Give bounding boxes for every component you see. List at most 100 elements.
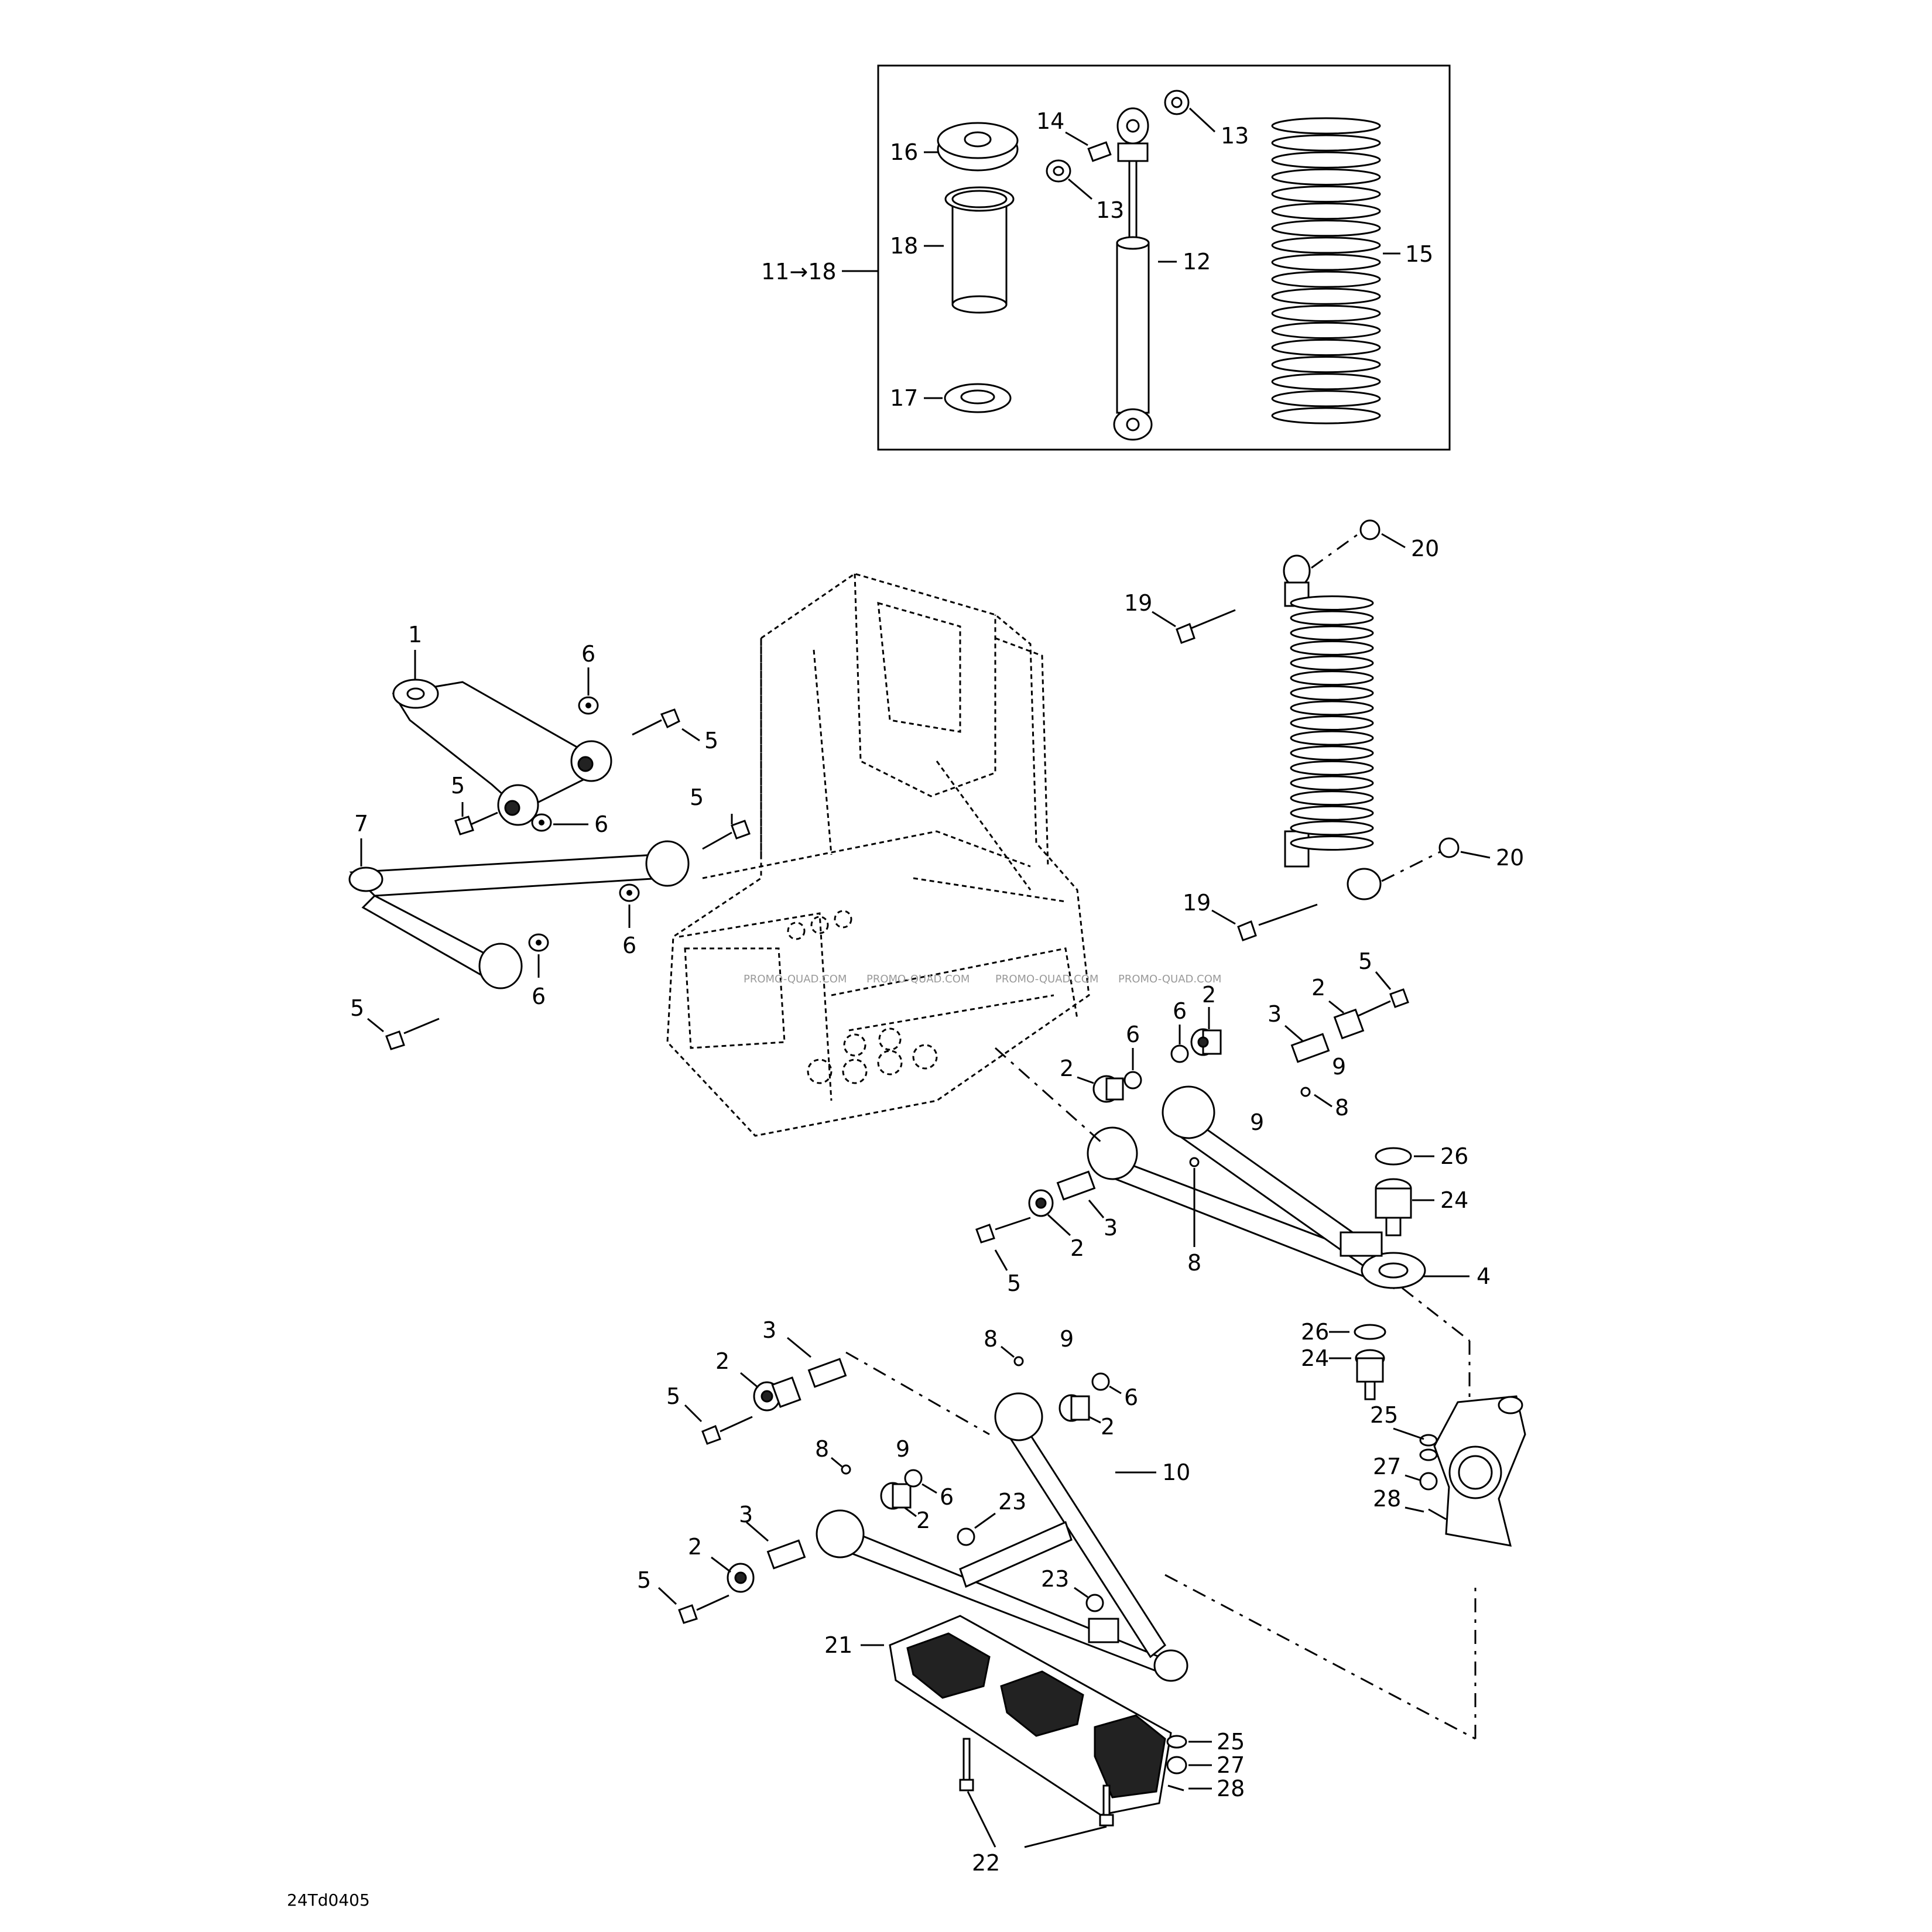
shock-kit-inset: 11→18 16 18 17 <box>761 64 1451 451</box>
shock-spring-coil <box>1290 730 1374 746</box>
callout-5-b: 5 <box>451 773 465 799</box>
grease-fitting-8-c <box>1013 1356 1024 1366</box>
steering-knuckle <box>1433 1395 1526 1547</box>
bolt-22-a <box>959 1738 974 1791</box>
callout-4: 4 <box>1477 1263 1491 1289</box>
washer-25-a <box>1419 1434 1438 1461</box>
spring-15-coil <box>1271 304 1381 322</box>
callout-17: 17 <box>890 385 918 411</box>
spacer-14 <box>1087 141 1112 162</box>
spring-15-coil <box>1271 390 1381 407</box>
callout-6-f: 6 <box>1173 998 1187 1024</box>
callout-2-m: 2 <box>688 1534 702 1560</box>
shock-spring-coil <box>1290 685 1374 701</box>
nut-23-b <box>1085 1594 1104 1612</box>
callout-9-b: 9 <box>1250 1109 1264 1135</box>
callout-6-l: 6 <box>940 1484 954 1510</box>
spring-15-coil <box>1271 168 1381 186</box>
nut-6-k <box>1091 1372 1110 1391</box>
callout-2-j: 2 <box>715 1348 729 1374</box>
callout-15: 15 <box>1405 241 1433 267</box>
shock-spring-coil <box>1290 640 1374 656</box>
callout-3-m: 3 <box>739 1502 753 1527</box>
callout-5-a: 5 <box>704 728 718 753</box>
callout-23-b: 23 <box>1041 1566 1069 1592</box>
callout-19-bottom: 19 <box>1183 890 1211 916</box>
spring-15-coil <box>1271 254 1381 271</box>
nut-23-a <box>957 1527 975 1546</box>
callout-16: 16 <box>890 139 918 165</box>
callout-22: 22 <box>972 1850 1000 1876</box>
spring-15-coil <box>1271 185 1381 203</box>
nut-27-b <box>1166 1756 1187 1775</box>
circlip-26-a <box>1375 1147 1412 1166</box>
callout-2-f: 2 <box>1060 1056 1074 1081</box>
callout-2-k: 2 <box>1101 1414 1115 1440</box>
shock-spring-coil <box>1290 805 1374 821</box>
shock-body-12 <box>1113 107 1153 441</box>
washer-17 <box>944 383 1012 413</box>
bearing-2-f <box>1092 1075 1124 1103</box>
callout-3-g: 3 <box>1268 1001 1282 1027</box>
callout-10: 10 <box>1162 1460 1190 1485</box>
callout-5-j: 5 <box>666 1383 680 1409</box>
shock-spring-coil <box>1290 595 1374 611</box>
nut-27-a <box>1419 1472 1438 1491</box>
callout-19-top: 19 <box>1124 590 1152 616</box>
inset-border <box>877 64 1451 451</box>
callout-3-e: 3 <box>1104 1215 1118 1241</box>
callout-5-c: 5 <box>690 785 704 810</box>
bolt-19-bottom <box>1237 903 1318 941</box>
sleeve-3-j <box>807 1358 847 1388</box>
callout-3-j: 3 <box>762 1317 776 1343</box>
spring-15-coil <box>1271 321 1381 340</box>
callout-24-b: 24 <box>1301 1345 1329 1371</box>
cotter-pin-28-a <box>1428 1508 1447 1520</box>
callout-27-b: 27 <box>1217 1752 1245 1778</box>
watermark-4: PROMO-QUAD.COM <box>1118 973 1221 985</box>
vehicle-frame: PROMO-QUAD.COM PROMO-QUAD.COM PROMO-QUAD… <box>666 573 1221 1137</box>
callout-28-a: 28 <box>1373 1486 1401 1512</box>
bolt-5-b <box>454 811 498 835</box>
callout-5-h: 5 <box>1358 948 1372 974</box>
callout-7: 7 <box>354 811 368 837</box>
washer-25-b <box>1166 1735 1187 1749</box>
bearing-2-j2 <box>771 1376 801 1408</box>
bolt-5-h <box>1358 988 1409 1017</box>
lower-left-arm-7 <box>348 840 690 989</box>
callout-2-e: 2 <box>1070 1235 1084 1261</box>
callout-9-c: 9 <box>1060 1326 1074 1352</box>
shock-spring-coil <box>1290 700 1374 716</box>
shock-spring-coil <box>1290 625 1374 641</box>
callout-8-b: 8 <box>1187 1250 1201 1276</box>
shock-spring-coil <box>1290 760 1374 776</box>
callout-20-top: 20 <box>1411 536 1439 561</box>
callout-13-lower: 13 <box>1096 197 1124 223</box>
callout-27-a: 27 <box>1373 1454 1401 1479</box>
callout-1: 1 <box>408 622 422 648</box>
spring-15-coil <box>1271 117 1381 135</box>
upper-left-arm-1 <box>392 679 612 826</box>
bearing-2-m <box>727 1563 755 1593</box>
spring-15-coil <box>1271 220 1381 237</box>
callout-20-bottom: 20 <box>1496 845 1524 871</box>
callout-8-a: 8 <box>1335 1095 1349 1121</box>
callout-5-d: 5 <box>350 995 364 1021</box>
spring-15-coil <box>1271 407 1381 424</box>
shock-spring-coil <box>1290 610 1374 626</box>
callout-2-l: 2 <box>916 1508 930 1533</box>
bushing-20-top <box>1359 519 1381 540</box>
callout-24-a: 24 <box>1440 1187 1468 1213</box>
callout-6-a: 6 <box>581 641 595 667</box>
spring-15-coil <box>1271 338 1381 357</box>
callout-8-d: 8 <box>815 1436 829 1462</box>
shock-spring-coil <box>1290 670 1374 686</box>
bolt-5-d <box>385 1018 440 1050</box>
bushing-13-top <box>1164 90 1190 115</box>
watermark-2: PROMO-QUAD.COM <box>866 973 970 985</box>
shock-spring-coil <box>1290 655 1374 671</box>
callout-8-c: 8 <box>984 1326 998 1352</box>
bolt-5-j <box>701 1416 753 1445</box>
callout-9-a: 9 <box>1332 1054 1346 1080</box>
